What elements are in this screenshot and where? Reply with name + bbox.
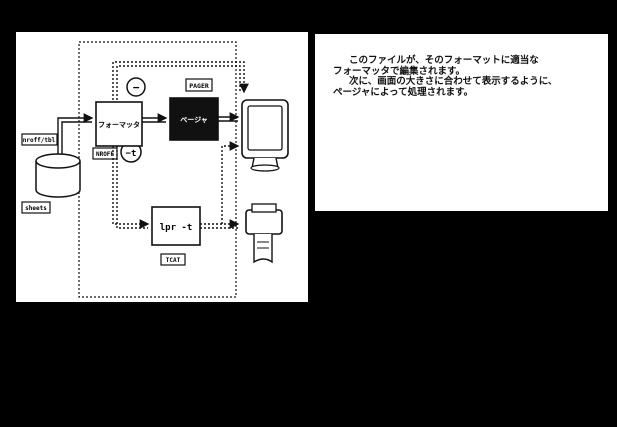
pager-name-box — [185, 78, 213, 92]
database-icon — [35, 153, 81, 198]
lpr-box — [151, 206, 201, 246]
db-label: sheets — [25, 205, 47, 212]
pager-label: ページャ — [180, 116, 208, 124]
formatter-to-lpr-line-inner — [116, 146, 148, 229]
minus-t-label: −t — [126, 149, 137, 159]
formatter-label: フォーマッタ — [98, 120, 140, 129]
description-line-3: 次に、画面の大きさに合わせて表示するように、 — [349, 76, 558, 87]
formatter-to-lpr-line — [112, 146, 150, 229]
nroff-label: NROFF — [96, 151, 114, 158]
source-label: nroff/tbl — [23, 137, 56, 144]
pager-box — [169, 97, 219, 141]
display-monitor-icon — [241, 99, 289, 172]
pager-name-label: PAGER — [189, 82, 209, 90]
description-line-1: このファイルが、そのフォーマットに適当な — [349, 55, 539, 66]
formatter-box — [95, 101, 143, 147]
lpr-to-display-line — [221, 141, 240, 224]
description-line-2: フォーマッタで編集されます。 — [333, 65, 466, 77]
tcat-label: TCAT — [166, 257, 181, 264]
feedback-loop-line-inner — [116, 65, 241, 104]
db-to-formatter-arrow-inner — [61, 121, 92, 154]
minus-label: − — [133, 81, 140, 94]
lpr-label: lpr -t — [160, 223, 193, 233]
description-text: このファイルが、そのフォーマットに適当な フォーマッタで編集されます。 次に、画… — [315, 55, 608, 98]
printer-icon — [245, 203, 283, 264]
db-to-formatter-arrow — [57, 113, 94, 154]
nroff-label-box — [92, 147, 118, 160]
flow-diagram: − −t PAGER nroff/tbl sheets フォーマッタ NROFF… — [21, 41, 289, 298]
description-panel: このファイルが、そのフォーマットに適当な フォーマッタで編集されます。 次に、画… — [315, 34, 608, 211]
source-label-box — [21, 133, 58, 146]
minus-option-circle — [126, 77, 146, 97]
feedback-loop-line — [112, 61, 249, 104]
db-label-box — [21, 201, 51, 214]
tcat-label-box — [160, 253, 186, 266]
description-line-4: ページャによって処理されます。 — [333, 86, 474, 98]
diagram-panel: − −t PAGER nroff/tbl sheets フォーマッタ NROFF… — [16, 32, 308, 302]
